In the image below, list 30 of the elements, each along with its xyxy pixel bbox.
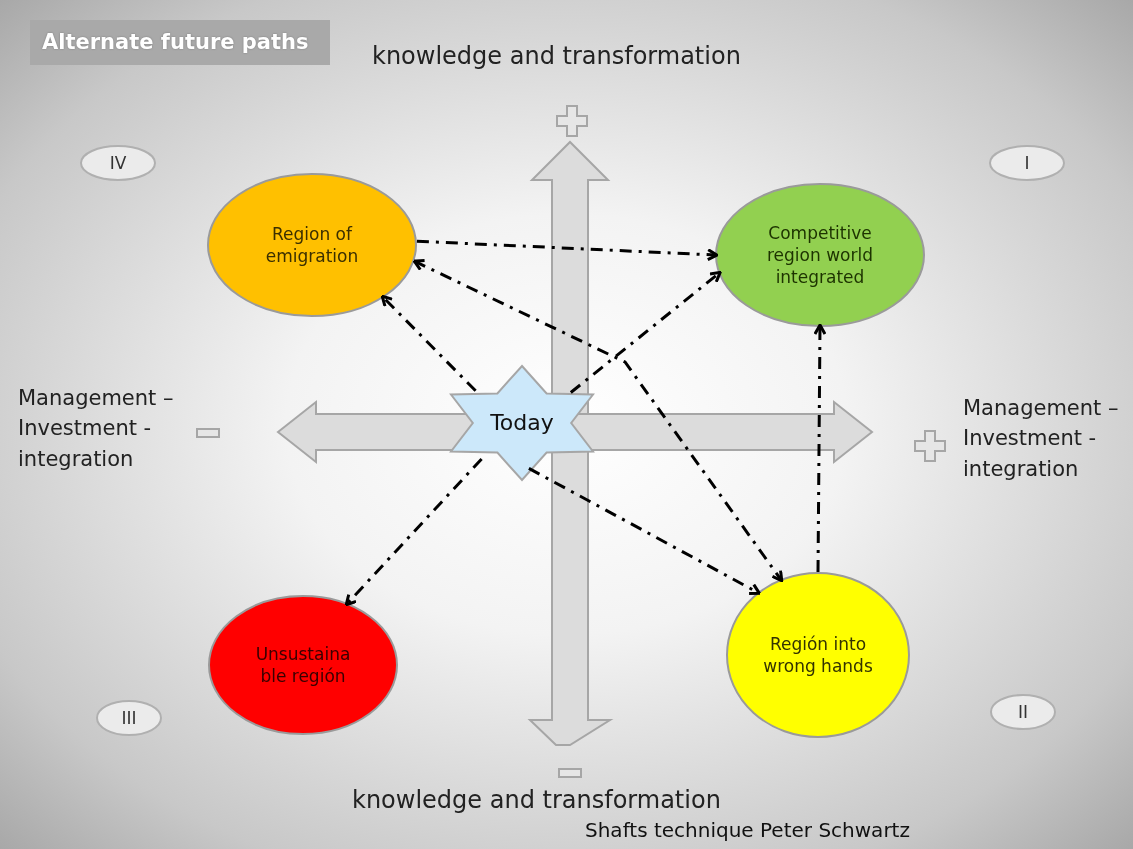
quadrant-badge xyxy=(80,145,156,181)
quadrant-badge xyxy=(989,145,1065,181)
quadrant-badge xyxy=(990,694,1056,730)
quadrant-numeral: II xyxy=(1018,700,1028,724)
scenario-label: Region of emigration xyxy=(264,222,360,268)
quadrant-numeral: I xyxy=(1024,151,1030,175)
scenario-label: Región into wrong hands xyxy=(762,632,874,678)
title: Alternate future paths xyxy=(30,20,330,65)
scenario-ellipse xyxy=(208,595,398,735)
quadrant-numeral: IV xyxy=(109,151,127,175)
star-label: Today xyxy=(490,408,554,437)
axis-label: Management – Investment - integration xyxy=(963,395,1120,483)
quadrant-numeral: III xyxy=(121,706,137,730)
dash-dot-arrow xyxy=(412,259,784,583)
scenario-ellipse xyxy=(726,572,910,738)
scenario-label: Unsustaina ble región xyxy=(254,642,352,688)
dash-dot-arrow xyxy=(344,457,483,607)
dash-dot-arrow xyxy=(528,467,761,595)
axis-label: knowledge and transformation xyxy=(352,786,721,814)
scenario-ellipse xyxy=(715,183,925,327)
dash-dot-arrow xyxy=(416,239,719,262)
dash-dot-arrow xyxy=(813,323,827,572)
scenario-label: Competitive region world integrated xyxy=(766,221,874,289)
dash-dot-arrow xyxy=(380,294,477,392)
axis-label: knowledge and transformation xyxy=(372,42,741,70)
axis-label: Management – Investment - integration xyxy=(18,385,175,473)
caption: Shafts technique Peter Schwartz xyxy=(585,818,910,842)
dash-dot-arrow xyxy=(569,270,722,394)
scenario-ellipse xyxy=(207,173,417,317)
quadrant-badge xyxy=(96,700,162,736)
